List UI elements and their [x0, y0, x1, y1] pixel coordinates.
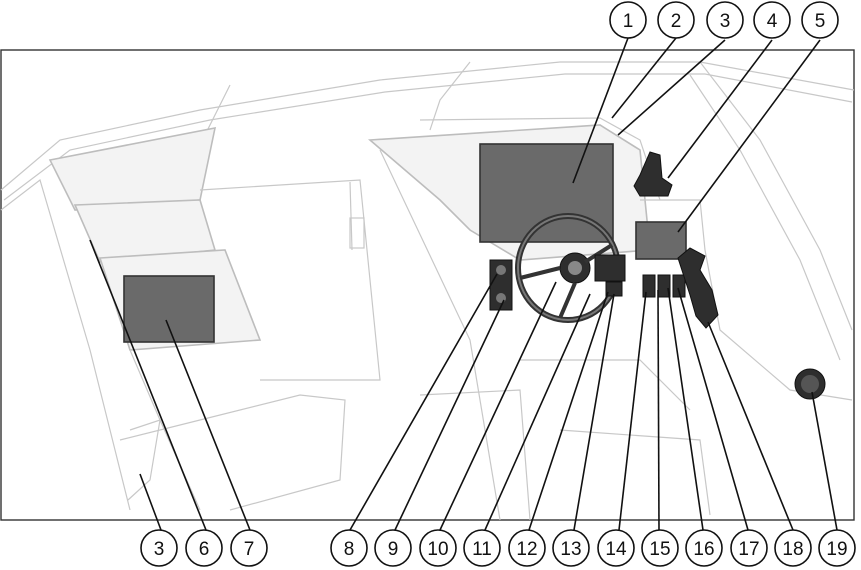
callout-circle: [374, 529, 412, 567]
callout-circle: [140, 529, 178, 567]
callout-label: 2: [671, 11, 682, 32]
callout-circle: [753, 1, 791, 39]
callout-8: 7: [230, 529, 268, 567]
callout-label: 18: [782, 539, 803, 560]
callout-circle: [657, 1, 695, 39]
callout-4: 4: [753, 1, 791, 39]
side-display-screen: [123, 275, 215, 343]
callout-label: 5: [815, 11, 826, 32]
callout-2: 2: [657, 1, 695, 39]
callout-label: 1: [623, 11, 634, 32]
callout-20: 19: [818, 529, 856, 567]
callout-circle: [185, 529, 223, 567]
callout-circle: [706, 1, 744, 39]
leader-lines: [89, 37, 838, 531]
callout-10: 9: [374, 529, 412, 567]
callout-label: 3: [720, 11, 731, 32]
callout-5: 5: [801, 1, 839, 39]
callout-19: 18: [774, 529, 812, 567]
callout-12: 11: [463, 529, 501, 567]
callout-3: 3: [706, 1, 744, 39]
callout-15: 14: [597, 529, 635, 567]
callout-9: 8: [330, 529, 368, 567]
callout-circle: [552, 529, 590, 567]
callout-circle: [609, 1, 647, 39]
callout-7: 6: [185, 529, 223, 567]
callout-11: 10: [419, 529, 457, 567]
callout-circle: [774, 529, 812, 567]
callout-16: 15: [641, 529, 679, 567]
callout-label: 10: [427, 539, 448, 560]
callout-circle: [597, 529, 635, 567]
callout-label: 12: [516, 539, 537, 560]
callout-circle: [641, 529, 679, 567]
callout-17: 16: [685, 529, 723, 567]
callout-circle: [818, 529, 856, 567]
callout-label: 4: [767, 11, 778, 32]
secondary-display-screen: [635, 221, 687, 260]
callout-circle: [685, 529, 723, 567]
main-display-screen: [479, 143, 614, 243]
callout-label: 19: [826, 539, 847, 560]
callout-circle: [330, 529, 368, 567]
joystick-control: [633, 151, 673, 197]
callout-label: 11: [472, 539, 492, 560]
callout-14: 13: [552, 529, 590, 567]
callout-label: 7: [244, 539, 255, 560]
callout-label: 6: [199, 539, 210, 560]
callout-circle: [419, 529, 457, 567]
callout-label: 14: [605, 539, 627, 560]
callout-circle: [730, 529, 768, 567]
callout-circle: [230, 529, 268, 567]
helm-equipment: [123, 143, 826, 400]
callout-circle: [463, 529, 501, 567]
callout-1: 1: [609, 1, 647, 39]
callout-label: 16: [693, 539, 714, 560]
callout-13: 12: [508, 529, 546, 567]
callout-6: 3: [140, 529, 178, 567]
callout-circle: [801, 1, 839, 39]
callout-label: 13: [560, 539, 581, 560]
callout-label: 3: [154, 539, 165, 560]
callout-label: 8: [344, 539, 355, 560]
throttle-lever: [677, 247, 719, 329]
callout-18: 17: [730, 529, 768, 567]
callout-label: 15: [649, 539, 670, 560]
callout-circle: [508, 529, 546, 567]
callout-label: 9: [388, 539, 399, 560]
callout-label: 17: [738, 539, 759, 560]
